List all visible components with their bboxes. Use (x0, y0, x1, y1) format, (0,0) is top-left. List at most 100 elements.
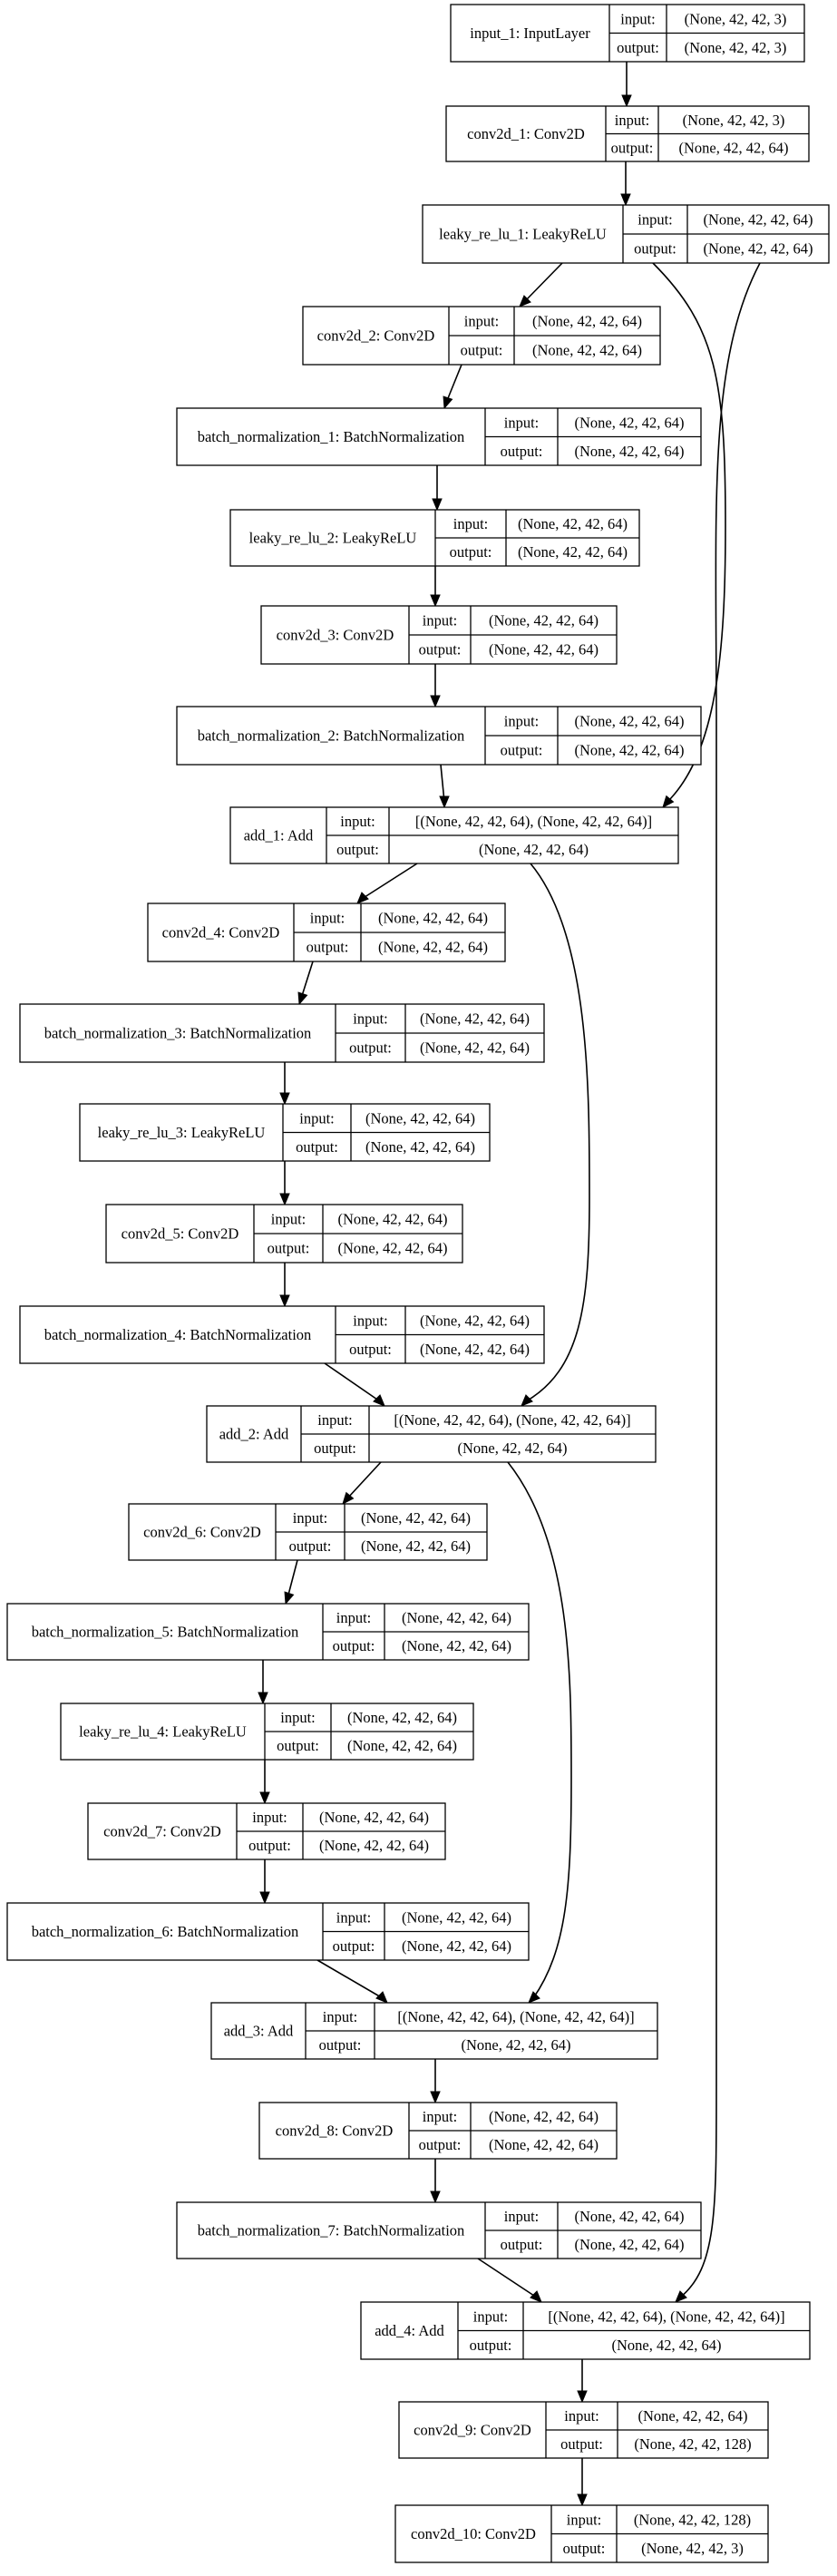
output-shape: (None, 42, 42, 128) (634, 2435, 751, 2453)
edge-leaky_re_lu_3-to-conv2d_5 (279, 1161, 290, 1206)
node-name: batch_normalization_1: BatchNormalizatio… (198, 428, 465, 445)
edge-add_1-to-add_2 (521, 863, 590, 1407)
input-label: input: (453, 515, 489, 532)
edge-conv2d_8-to-batch_normalization_7 (430, 2159, 441, 2204)
layer-node-batch_normalization_3[interactable]: batch_normalization_3: BatchNormalizatio… (19, 1003, 545, 1063)
output-label: output: (501, 742, 543, 759)
layer-node-batch_normalization_1[interactable]: batch_normalization_1: BatchNormalizatio… (176, 407, 702, 466)
edge-leaky_re_lu_4-to-conv2d_7 (259, 1760, 270, 1805)
node-name: batch_normalization_4: BatchNormalizatio… (44, 1326, 312, 1343)
input-label: input: (353, 1312, 388, 1329)
edge-add_3-to-conv2d_8 (430, 2059, 441, 2104)
output-shape: (None, 42, 42, 64) (479, 841, 589, 858)
layer-node-batch_normalization_7[interactable]: batch_normalization_7: BatchNormalizatio… (176, 2201, 702, 2259)
edge-leaky_re_lu_1-to-conv2d_2 (519, 262, 563, 307)
output-shape: (None, 42, 42, 64) (378, 939, 488, 956)
node-name: leaky_re_lu_1: LeakyReLU (439, 226, 607, 243)
input-label: input: (567, 2511, 602, 2528)
edge-line (287, 1559, 298, 1599)
arrow-head-icon (443, 395, 453, 410)
arrow-head-icon (521, 1394, 533, 1407)
input-label: input: (464, 313, 500, 330)
input-shape: (None, 42, 42, 64) (489, 2108, 599, 2125)
input-shape: (None, 42, 42, 64) (575, 414, 685, 431)
arrow-head-icon (259, 1891, 270, 1905)
arrow-head-icon (675, 2290, 687, 2303)
edge-conv2d_9-to-conv2d_10 (577, 2458, 588, 2507)
edge-batch_normalization_5-to-leaky_re_lu_4 (258, 1660, 268, 1705)
edge-batch_normalization_6-to-add_3 (316, 1959, 388, 2004)
node-name: conv2d_3: Conv2D (277, 627, 394, 644)
input-label: input: (423, 2108, 458, 2125)
layer-node-leaky_re_lu_4[interactable]: leaky_re_lu_4: LeakyReLUinput:output:(No… (60, 1703, 474, 1761)
output-shape: (None, 42, 42, 64) (575, 443, 685, 460)
output-shape: (None, 42, 42, 64) (704, 240, 813, 258)
layer-node-leaky_re_lu_3[interactable]: leaky_re_lu_3: LeakyReLUinput:output:(No… (79, 1103, 491, 1162)
input-label: input: (252, 1809, 287, 1826)
input-shape: (None, 42, 42, 64) (575, 713, 685, 730)
edge-batch_normalization_4-to-add_2 (324, 1362, 385, 1407)
input-label: input: (293, 1509, 328, 1527)
input-shape: (None, 42, 42, 64) (420, 1010, 530, 1028)
layer-node-batch_normalization_5[interactable]: batch_normalization_5: BatchNormalizatio… (6, 1603, 530, 1661)
arrow-head-icon (430, 695, 441, 708)
edge-leaky_re_lu_1-to-add_4 (675, 262, 761, 2303)
layer-node-batch_normalization_6[interactable]: batch_normalization_6: BatchNormalizatio… (6, 1902, 530, 1961)
output-shape: (None, 42, 42, 64) (402, 1637, 511, 1654)
edge-conv2d_1-to-leaky_re_lu_1 (620, 161, 631, 207)
output-label: output: (560, 2435, 603, 2453)
output-label: output: (349, 1341, 392, 1358)
edge-line (346, 1461, 382, 1499)
input-label: input: (310, 910, 346, 927)
output-label: output: (501, 2236, 543, 2253)
layer-node-leaky_re_lu_1[interactable]: leaky_re_lu_1: LeakyReLUinput:output:(No… (422, 204, 830, 264)
output-shape: (None, 42, 42, 64) (319, 1837, 429, 1854)
output-label: output: (419, 641, 462, 659)
input-label: input: (504, 713, 540, 730)
node-name: add_2: Add (219, 1426, 289, 1443)
edge-conv2d_7-to-batch_normalization_6 (259, 1859, 270, 1905)
edge-conv2d_5-to-batch_normalization_4 (279, 1263, 290, 1308)
input-shape: (None, 42, 42, 64) (347, 1709, 457, 1726)
arrow-head-icon (279, 1294, 290, 1308)
edge-line (445, 364, 462, 404)
edge-line (477, 2258, 538, 2298)
node-name: leaky_re_lu_3: LeakyReLU (98, 1124, 266, 1141)
input-label: input: (336, 1609, 372, 1626)
edge-line (300, 961, 314, 1000)
node-name: batch_normalization_2: BatchNormalizatio… (198, 727, 465, 745)
arrow-head-icon (297, 991, 308, 1006)
output-shape: (None, 42, 42, 64) (338, 1240, 448, 1257)
output-label: output: (336, 841, 379, 858)
layer-node-leaky_re_lu_2[interactable]: leaky_re_lu_2: LeakyReLUinput:output:(No… (229, 509, 640, 567)
input-shape: (None, 42, 42, 64) (338, 1211, 448, 1228)
edge-batch_normalization_7-to-add_4 (477, 2258, 542, 2303)
edge-add_2-to-add_3 (507, 1461, 572, 2004)
output-shape: (None, 42, 42, 64) (458, 1439, 568, 1457)
input-shape: (None, 42, 42, 64) (402, 1609, 511, 1626)
node-name: batch_normalization_7: BatchNormalizatio… (198, 2222, 465, 2239)
node-name: conv2d_6: Conv2D (143, 1524, 261, 1541)
input-label: input: (336, 1908, 372, 1926)
node-name: add_1: Add (244, 827, 314, 844)
layer-node-batch_normalization_4[interactable]: batch_normalization_4: BatchNormalizatio… (19, 1305, 545, 1364)
input-shape: (None, 42, 42, 64) (365, 1109, 475, 1127)
layer-node-batch_normalization_2[interactable]: batch_normalization_2: BatchNormalizatio… (176, 706, 702, 766)
edge-conv2d_4-to-batch_normalization_3 (297, 961, 314, 1006)
output-label: output: (450, 543, 492, 561)
